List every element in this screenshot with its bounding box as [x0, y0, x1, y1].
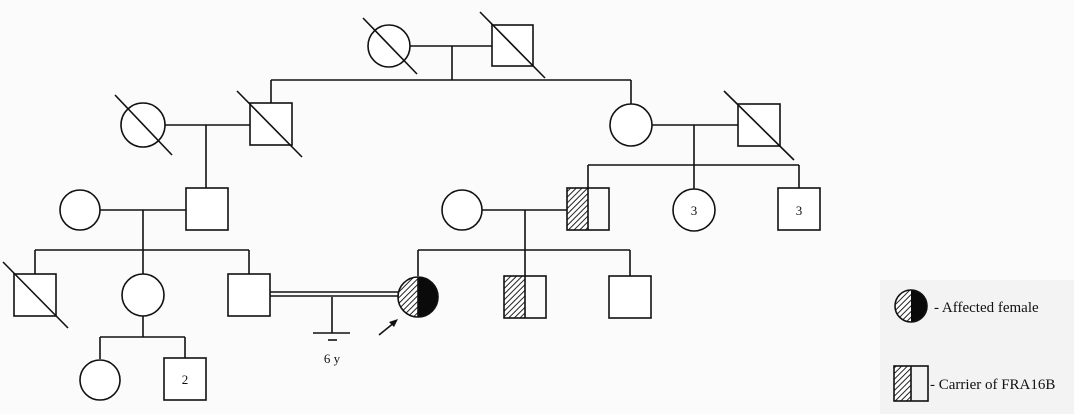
- gen4-sibship: 2: [79, 336, 207, 401]
- deceased-slash: [362, 17, 418, 75]
- deceased-slash: [2, 261, 69, 329]
- male-husband: [227, 273, 271, 317]
- legend-affected-label: - Affected female: [934, 300, 1039, 316]
- gen3-right-couple: [378, 187, 652, 336]
- deceased-male: [249, 102, 293, 146]
- gen3-left-couple: [2, 187, 271, 337]
- deceased-slash: [236, 90, 303, 158]
- carrier-hatch: [504, 276, 525, 318]
- sibship-count: 3: [796, 203, 803, 218]
- male-sibship: [163, 357, 207, 401]
- male: [608, 275, 652, 319]
- female: [121, 273, 165, 317]
- male: [185, 187, 229, 231]
- proband-solid: [418, 277, 438, 317]
- legend-carrier-label: - Carrier of FRA16B: [930, 377, 1055, 393]
- female: [609, 103, 653, 147]
- arrow-head-icon: [389, 319, 398, 327]
- gen2-right-couple: 3 3: [587, 90, 821, 232]
- sibship-count: 2: [182, 372, 189, 387]
- gen1-couple: [270, 11, 632, 104]
- carrier-hatch: [567, 188, 588, 230]
- sibship-count: 3: [691, 203, 698, 218]
- female: [59, 189, 101, 231]
- female: [79, 359, 121, 401]
- legend-affected-solid: [911, 290, 927, 322]
- legend-carrier-hatch: [894, 366, 911, 401]
- legend: - Affected female - Carrier of FRA16B: [893, 289, 1055, 402]
- deceased-slash: [723, 90, 795, 161]
- miscarriage-label: 6 y: [324, 351, 341, 366]
- female-sibship: [672, 188, 716, 232]
- legend-affected-hatch: [895, 290, 911, 322]
- legend-affected-female-icon: [894, 289, 928, 323]
- gen2-left-couple: [114, 90, 303, 188]
- deceased-slash: [114, 94, 173, 156]
- consanguineous-marriage: 6 y: [270, 291, 398, 366]
- proband-hatch: [398, 277, 418, 317]
- deceased-slash: [479, 11, 546, 79]
- female: [441, 189, 483, 231]
- male-sibship: [777, 187, 821, 231]
